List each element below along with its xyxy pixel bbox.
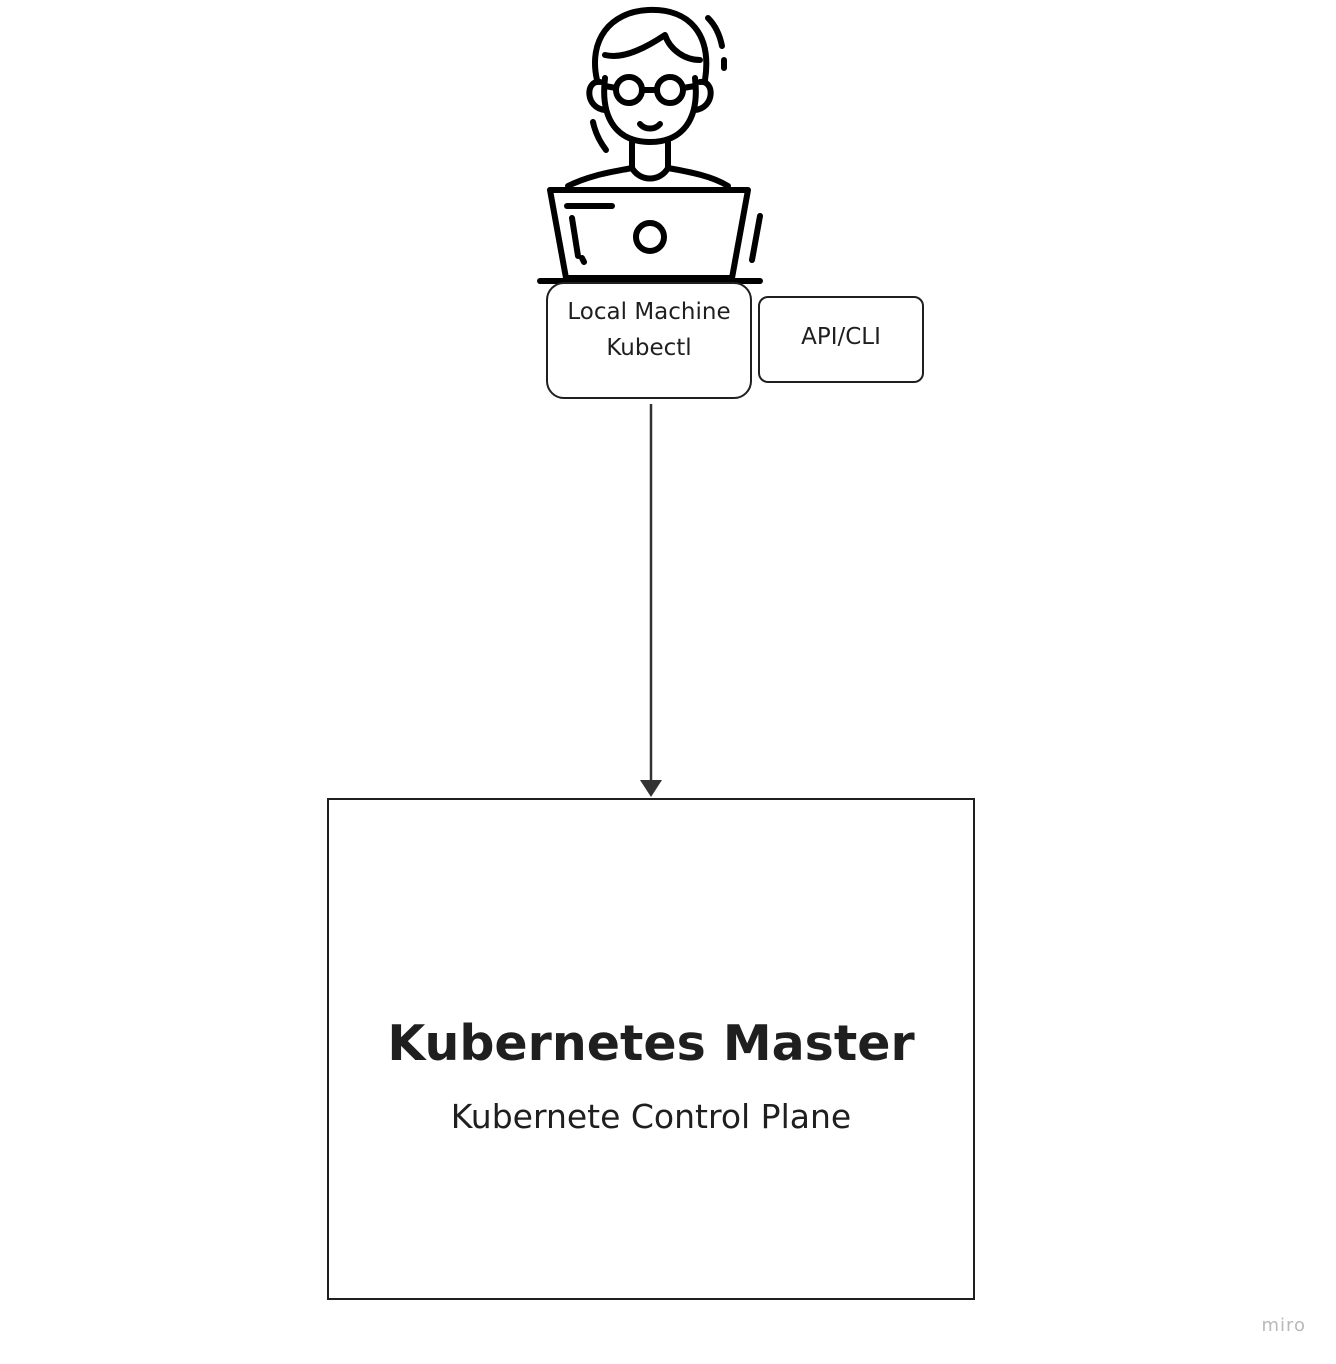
- local-machine-label: Local Machine: [567, 298, 731, 325]
- developer-at-laptop-icon: [537, 6, 763, 284]
- arrow-head-icon: [640, 780, 662, 797]
- api-cli-label: API/CLI: [801, 323, 881, 350]
- master-title: Kubernetes Master: [387, 1015, 915, 1072]
- kubernetes-master-node[interactable]: Kubernetes Master Kubernete Control Plan…: [327, 798, 975, 1300]
- kubectl-label: Kubectl: [606, 334, 692, 361]
- api-cli-node[interactable]: API/CLI: [758, 296, 924, 383]
- local-machine-node[interactable]: Local Machine Kubectl: [546, 282, 752, 399]
- miro-watermark: miro: [1261, 1315, 1306, 1336]
- master-subtitle: Kubernete Control Plane: [450, 1097, 852, 1136]
